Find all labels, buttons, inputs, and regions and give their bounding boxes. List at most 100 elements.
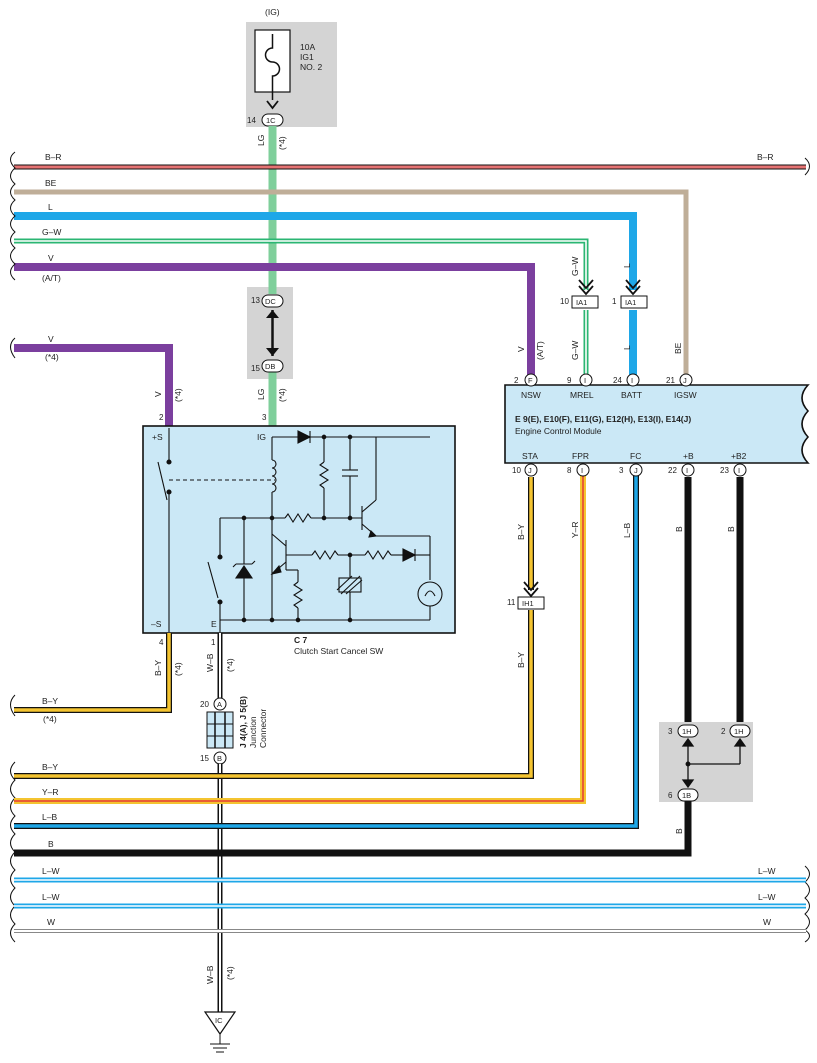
- junction-1h-link-icon: [681, 737, 747, 789]
- fuse-rating: 10A: [300, 42, 315, 52]
- ia1-l-wire-label: L: [622, 263, 632, 268]
- bus-right-label-w: W: [763, 917, 771, 927]
- by-wire-clutch: [14, 633, 172, 713]
- svg-text:6: 6: [668, 791, 673, 800]
- lg-wire-note: (*4): [277, 136, 287, 150]
- svg-text:2: 2: [514, 376, 519, 385]
- ecm-igsw-wire-label: BE: [673, 342, 683, 354]
- svg-text:STA: STA: [522, 451, 538, 461]
- clutch-s-minus-wire-note: (*4): [173, 662, 183, 676]
- ia1-arrow-l-icon: [625, 279, 641, 296]
- clutch-e-wire-note: (*4): [225, 658, 235, 672]
- clutch-pin-ig: 3: [262, 413, 267, 422]
- clutch-pin-e: 1: [211, 638, 216, 647]
- clutch-s-plus-wire-label: V: [153, 391, 163, 397]
- ih1-wire-label: B–Y: [516, 652, 526, 668]
- bus-wire-g-w: [14, 238, 589, 290]
- ecm-top-pin-mrel: 9 I MREL: [567, 373, 594, 400]
- ia1-gw-connector-label: IA1: [576, 298, 587, 307]
- clutch-label-ig: IG: [257, 432, 266, 442]
- svg-text:I: I: [738, 466, 740, 475]
- bus-wire-b: [14, 800, 692, 857]
- svg-text:23: 23: [720, 466, 729, 475]
- svg-text:+B2: +B2: [731, 451, 747, 461]
- right-wire-break-marks: [804, 157, 810, 943]
- bus-label-b: B: [48, 839, 54, 849]
- svg-text:FPR: FPR: [572, 451, 589, 461]
- svg-text:F: F: [528, 376, 533, 385]
- clutch-label-s-plus: +S: [152, 432, 163, 442]
- junction-dc-connector: [261, 294, 284, 308]
- clutch-pin-s-plus: 2: [159, 413, 164, 422]
- svg-text:3: 3: [619, 466, 624, 475]
- clutch-label-e: E: [211, 619, 217, 629]
- lg-wire-lower-note: (*4): [277, 388, 287, 402]
- svg-text:10: 10: [512, 466, 521, 475]
- ecm-batt-wire-label: L: [622, 345, 632, 350]
- bus-wire-l: [14, 212, 637, 290]
- clutch-s-minus-wire-label: B–Y: [153, 660, 163, 676]
- svg-text:8: 8: [567, 466, 572, 475]
- ecm-bottom-pin-fc: FC 3 J: [619, 451, 643, 477]
- junction-pin-a: 20: [200, 700, 209, 709]
- svg-text:MREL: MREL: [570, 390, 594, 400]
- by-left-note: (*4): [43, 714, 57, 724]
- clutch-e-wire-label: W–B: [205, 653, 215, 672]
- bus-label-w: W: [47, 917, 55, 927]
- bus-label-b-y: B–Y: [42, 762, 58, 772]
- bus-label-l-b: L–B: [42, 812, 57, 822]
- junction-conn-a-label: A: [217, 700, 222, 709]
- ia1-gw-wire-label: G–W: [570, 257, 580, 276]
- engine-control-module: [504, 384, 810, 464]
- svg-text:21: 21: [666, 376, 675, 385]
- v-wire-label: V: [48, 334, 54, 344]
- ecm-name: Engine Control Module: [515, 426, 602, 436]
- svg-text:I: I: [581, 466, 583, 475]
- fuse-connector-label: 1C: [266, 116, 276, 125]
- ia1-l-connector: [620, 295, 648, 309]
- bus-right-label-l-w-2: L–W: [758, 892, 775, 902]
- ecm-b-wire-label: B: [674, 526, 684, 532]
- clutch-switch-name: Clutch Start Cancel SW: [294, 646, 383, 656]
- bus-right-label-l-w-1: L–W: [758, 866, 775, 876]
- junction-db-connector: [261, 359, 284, 373]
- svg-text:IGSW: IGSW: [674, 390, 697, 400]
- svg-text:24: 24: [613, 376, 622, 385]
- by-left-label: B–Y: [42, 696, 58, 706]
- ecm-fc-wire-label: L–B: [622, 523, 632, 538]
- junction-dc-label: DC: [265, 297, 276, 306]
- ecm-top-pin-nsw: 2 F NSW: [514, 373, 541, 400]
- ecm-bottom-pin-fpr: FPR 8 I: [567, 451, 590, 477]
- ground-icon: [203, 1011, 237, 1053]
- junction-1b-wire-label: B: [674, 828, 684, 834]
- svg-text:9: 9: [567, 376, 572, 385]
- svg-text:22: 22: [668, 466, 677, 475]
- v-wire-clutch: [14, 344, 173, 428]
- svg-text:I: I: [686, 466, 688, 475]
- ecm-bottom-pin-b2: +B2 23 I: [720, 451, 747, 477]
- svg-text:J: J: [528, 466, 532, 475]
- svg-text:3: 3: [668, 727, 673, 736]
- svg-text:J: J: [634, 466, 638, 475]
- svg-text:I: I: [631, 376, 633, 385]
- svg-text:+B: +B: [683, 451, 694, 461]
- clutch-s-plus-wire-note: (*4): [173, 388, 183, 402]
- ih1-pin: 11: [507, 598, 516, 607]
- svg-text:BATT: BATT: [621, 390, 642, 400]
- bus-wire-be: [14, 189, 689, 375]
- ecm-nsw-wire-note: (A/T): [535, 341, 545, 360]
- ecm-bottom-pin-b: +B 22 I: [668, 451, 695, 477]
- clutch-switch-code: C 7: [294, 635, 308, 645]
- bus-label-l: L: [48, 202, 53, 212]
- svg-text:NSW: NSW: [521, 390, 541, 400]
- fuse-pin: 14: [247, 116, 256, 125]
- fuse-number: NO. 2: [300, 62, 322, 72]
- ia1-gw-connector: [571, 295, 599, 309]
- clutch-pin-s-minus: 4: [159, 638, 164, 647]
- svg-text:J: J: [683, 376, 687, 385]
- fuse-name: IG1: [300, 52, 314, 62]
- junction-dc-pin: 13: [251, 296, 260, 305]
- fuse-arrow-icon: [266, 100, 279, 110]
- ground-wire-note: (*4): [225, 966, 235, 980]
